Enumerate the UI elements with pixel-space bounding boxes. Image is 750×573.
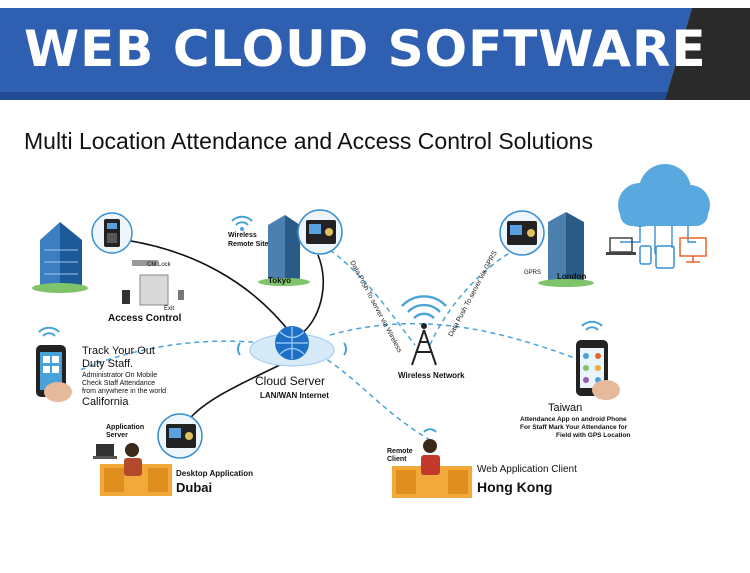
page-subtitle: Multi Location Attendance and Access Con…	[24, 128, 593, 154]
wireless-icon	[38, 326, 60, 337]
cloud-connectors	[620, 226, 696, 254]
wireless-icon	[237, 342, 347, 356]
tablet-icon	[655, 245, 675, 269]
fingerprint-terminal-icon	[157, 413, 203, 459]
wireless-push-label: Data Push To server via Wireless	[348, 260, 403, 355]
user-icon	[124, 443, 142, 476]
door-lock-icon	[122, 260, 184, 306]
wireless-icon	[581, 320, 603, 331]
fingerprint-terminal-icon	[297, 209, 343, 255]
user-icon	[421, 439, 440, 475]
taiwan-line2: For Staff Mark Your Attendance for	[520, 424, 628, 431]
cloud-server-subtitle: LAN/WAN Internet	[260, 391, 329, 400]
london-label: London	[557, 272, 587, 281]
title-banner	[0, 8, 750, 100]
link-access-control	[124, 239, 293, 336]
web-application-client-label: Web Application Client	[477, 464, 577, 475]
link-tokyo	[299, 254, 324, 336]
page-title: WEB CLOUD SOFTWARE	[24, 20, 707, 78]
dubai-label: Dubai	[176, 480, 213, 495]
london-building-icon	[538, 212, 594, 287]
california-line5: from anywhere in the world	[82, 388, 167, 395]
cloud-icon	[618, 164, 710, 227]
smartphone-icon	[576, 340, 620, 400]
laptop-icon	[93, 444, 117, 459]
hong-kong-label: Hong Kong	[477, 479, 553, 495]
laptop-icon	[606, 237, 636, 255]
cloud-server-icon	[249, 326, 335, 367]
wireless-remote-site-label: Wireless Remote Site	[228, 232, 269, 248]
fingerprint-terminal-icon	[91, 212, 133, 254]
building-icon	[32, 222, 88, 293]
access-control-label: Access Control	[108, 313, 182, 324]
smartphone-icon	[36, 345, 72, 402]
link-taiwan	[329, 322, 581, 361]
taiwan-line3: Field with GPS Location	[556, 432, 631, 439]
taiwan-line1: Attendance App on android Phone	[520, 416, 627, 423]
monitor-icon	[679, 237, 707, 263]
connection-lines	[79, 239, 581, 441]
link-hong-kong	[319, 354, 431, 441]
remote-client-label: Remote Client	[387, 448, 413, 463]
california-line4: Check Staff Attendance	[82, 380, 156, 387]
desktop-application-label: Desktop Application	[176, 469, 254, 478]
taiwan-label: Taiwan	[548, 402, 583, 414]
california-city: California	[82, 396, 129, 408]
cloud-server-title: Cloud Server	[255, 374, 326, 388]
wireless-network-label: Wireless Network	[398, 371, 465, 380]
exit-label: Exit	[164, 306, 175, 312]
application-server-label: Application Server	[106, 424, 145, 439]
wireless-icon	[423, 428, 437, 433]
tokyo-building-icon	[258, 215, 310, 286]
cm-lock-label: CM Lock	[147, 262, 171, 268]
gprs-push-label: Data Push To server via GPRS	[448, 250, 499, 338]
radio-tower-icon	[401, 295, 447, 366]
california-line1: Track Your Out	[82, 345, 155, 357]
desk-icon	[100, 464, 172, 496]
gprs-label: GPRS	[524, 270, 542, 276]
tokyo-label: Tokyo	[268, 276, 291, 285]
california-line3: Administrator On Mobile	[82, 372, 158, 379]
phone-icon	[639, 245, 652, 265]
california-line2: Duty Staff.	[82, 358, 134, 370]
wireless-icon	[231, 215, 253, 231]
fingerprint-terminal-icon	[499, 210, 545, 256]
